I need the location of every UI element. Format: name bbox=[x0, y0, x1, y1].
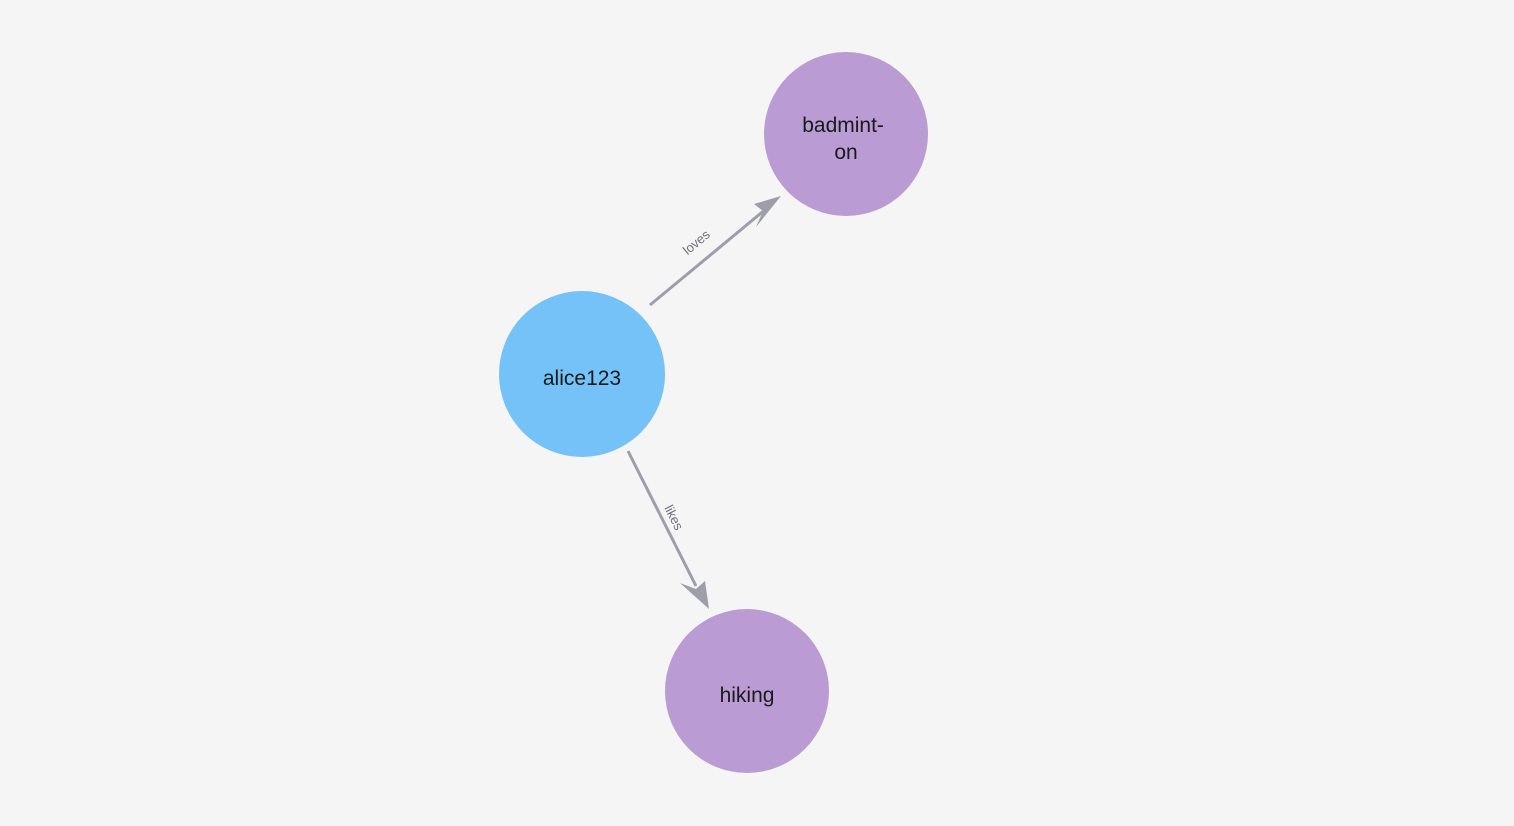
arrowhead-icon bbox=[754, 196, 781, 227]
edge-line bbox=[649, 207, 767, 307]
node-circle[interactable] bbox=[665, 609, 829, 773]
edge-label: likes bbox=[661, 503, 686, 533]
arrowhead-icon bbox=[680, 581, 709, 609]
graph-node-badminton[interactable]: badmint- on bbox=[764, 52, 928, 216]
node-circle[interactable] bbox=[764, 52, 928, 216]
graph-node-hiking[interactable]: hiking bbox=[665, 609, 829, 773]
node-circle[interactable] bbox=[499, 291, 665, 457]
edge-alice123-loves-badminton[interactable]: loves bbox=[649, 196, 781, 307]
edge-alice123-likes-hiking[interactable]: likes bbox=[626, 450, 709, 609]
nodes-layer: alice123 badmint- on hiking bbox=[499, 52, 928, 773]
edge-line bbox=[626, 450, 698, 587]
edge-label: loves bbox=[680, 226, 713, 257]
graph-node-alice123[interactable]: alice123 bbox=[499, 291, 665, 457]
